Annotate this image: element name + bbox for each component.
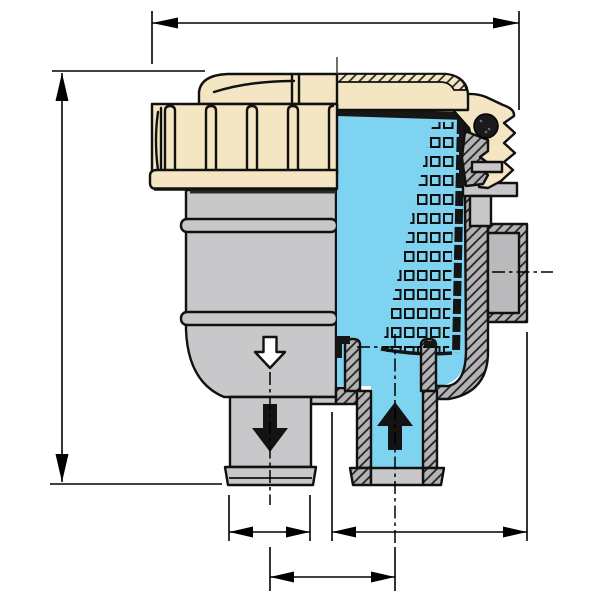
lid-knurl-ribs bbox=[154, 104, 335, 174]
inlet-pipe-wall-right bbox=[421, 389, 439, 470]
inlet-barb-bore bbox=[369, 466, 425, 487]
inlet-pipe-wall-left bbox=[355, 389, 373, 470]
arrowhead-right-icon bbox=[286, 526, 310, 538]
side-port bbox=[461, 181, 529, 324]
strainer-lid bbox=[148, 72, 470, 194]
lid-bottom-flange bbox=[148, 168, 339, 191]
bowl-rib-band bbox=[179, 217, 339, 234]
side-port-bore bbox=[486, 231, 521, 315]
centerlines bbox=[269, 57, 553, 545]
seal-texture-dot bbox=[487, 127, 491, 131]
dim-spigot-centers bbox=[269, 547, 396, 591]
strainer-body-exterior bbox=[179, 188, 339, 487]
dim-outlet-spigot-width bbox=[228, 495, 311, 541]
lid-dome-cut-hatch bbox=[336, 73, 467, 91]
dim-overall-width bbox=[151, 11, 520, 110]
rim-flange-finger bbox=[470, 160, 504, 174]
bowl-bottom-edge bbox=[309, 395, 338, 406]
arrowhead-down-icon bbox=[55, 454, 69, 482]
bowl-rib-band bbox=[179, 310, 339, 327]
arrowhead-left-icon bbox=[332, 526, 356, 538]
arrowhead-left-icon bbox=[229, 526, 253, 538]
lid-rim-and-seal bbox=[445, 92, 517, 190]
joint-shadow bbox=[424, 341, 436, 348]
arrowhead-right-icon bbox=[503, 526, 527, 538]
arrowhead-left-icon bbox=[152, 17, 178, 29]
arrowhead-right-icon bbox=[493, 17, 519, 29]
lid-dome-detail-lines bbox=[212, 72, 339, 112]
arrowhead-up-icon bbox=[55, 73, 69, 101]
seal-texture-dot bbox=[479, 119, 483, 123]
seal-texture-dot bbox=[484, 130, 488, 134]
lid-knurled-ring bbox=[150, 102, 339, 176]
dim-inlet-to-port bbox=[331, 332, 528, 541]
strainer-basket-perforations bbox=[381, 122, 456, 352]
dimension-annotations bbox=[50, 11, 528, 591]
inlet-barb-wall-left bbox=[348, 466, 373, 487]
joint-shadow bbox=[336, 336, 350, 358]
arrowhead-left-icon bbox=[270, 571, 294, 583]
arrowhead-right-icon bbox=[371, 571, 395, 583]
inlet-barb-wall-right bbox=[421, 466, 446, 487]
internal-flow-down-arrow-icon bbox=[253, 335, 287, 370]
strainer-basket-bottom bbox=[380, 347, 453, 356]
body-shoulder bbox=[468, 194, 493, 228]
lid-seal-oring-icon bbox=[473, 113, 499, 139]
dim-overall-height bbox=[50, 70, 222, 485]
